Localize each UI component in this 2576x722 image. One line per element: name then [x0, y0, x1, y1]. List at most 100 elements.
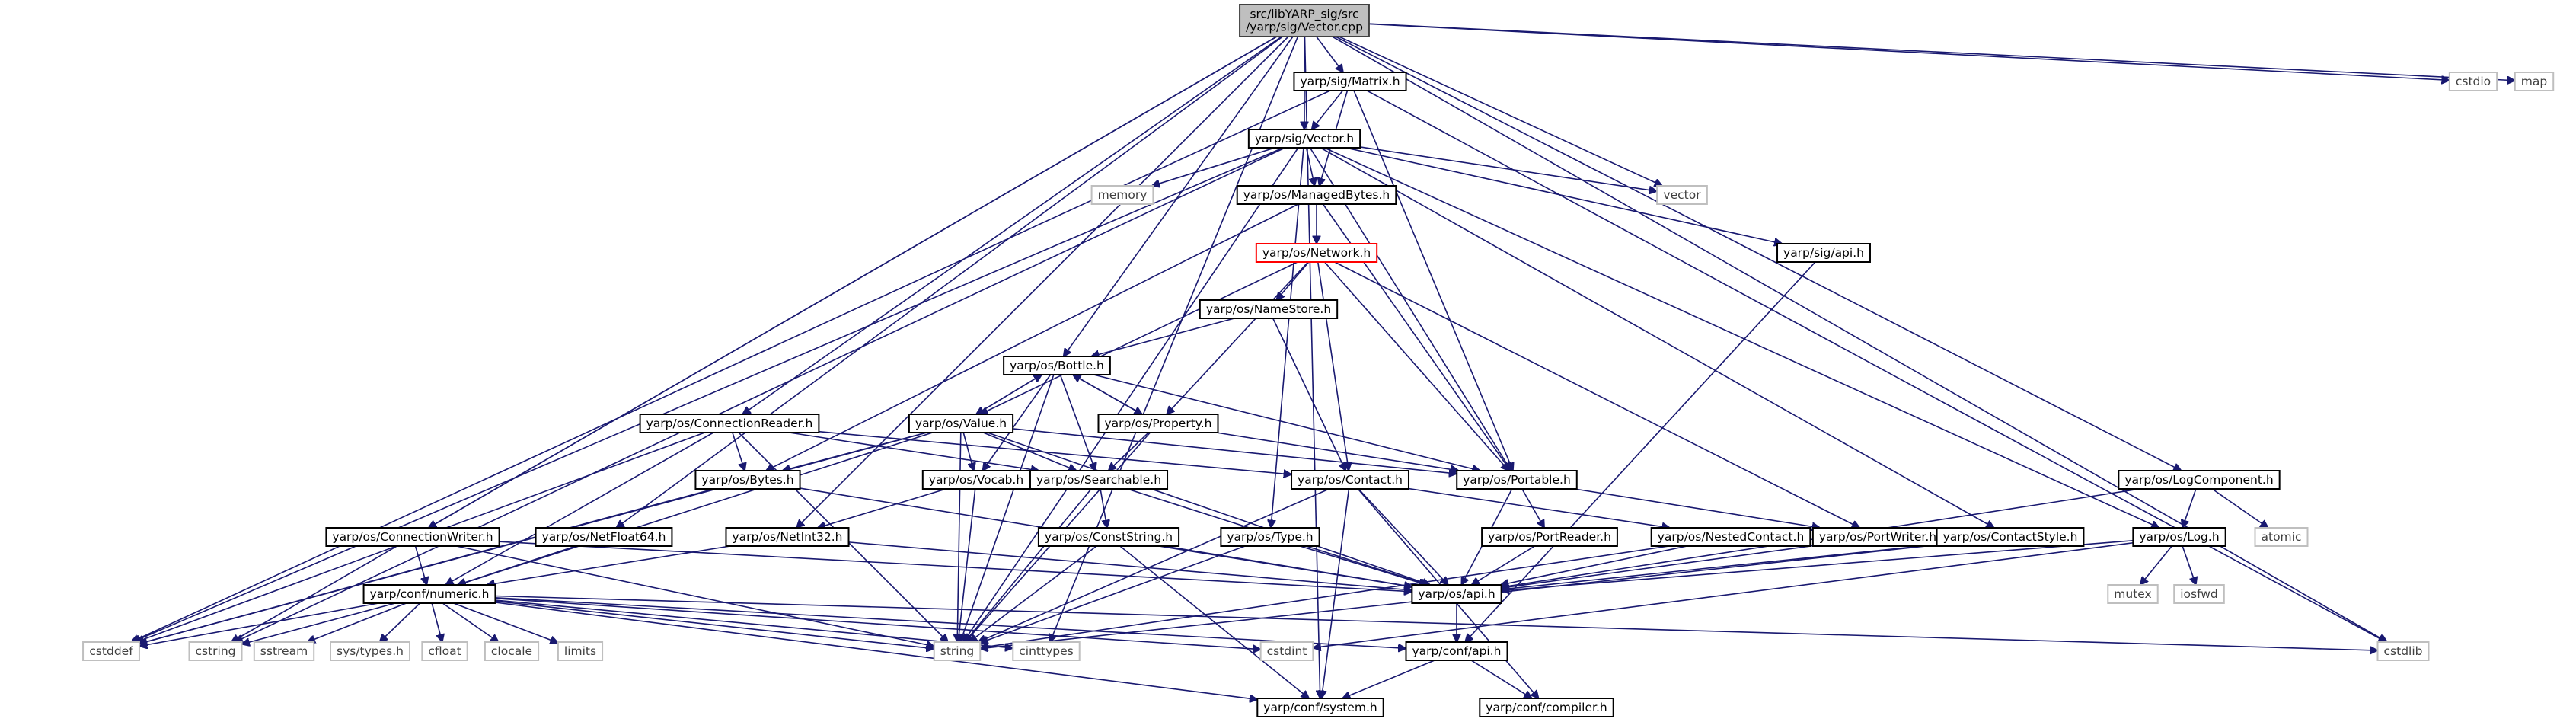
node-box — [908, 414, 1014, 433]
graph-node-sstream: sstream — [253, 641, 315, 661]
edge-numeric-h-to-sys-types-h — [379, 602, 421, 642]
node-box — [1037, 527, 1180, 547]
node-label: yarp/os/Vocab.h — [929, 473, 1023, 487]
graph-node-contactstyle-h[interactable]: yarp/os/ContactStyle.h — [1936, 527, 2085, 547]
edge-numeric-h-to-string — [495, 600, 934, 648]
edge-conststring-h-to-system-h — [1119, 545, 1309, 698]
node-label-line: yarp/os/Bytes.h — [701, 473, 793, 487]
edge-vector-h-to-vector — [1360, 146, 1657, 191]
node-box — [330, 641, 410, 661]
edge-portwriter-h-to-os-api-h — [1502, 545, 1813, 589]
graph-node-compiler-h[interactable]: yarp/conf/compiler.h — [1479, 698, 1614, 717]
node-box — [535, 527, 673, 547]
node-label-line: yarp/os/Type.h — [1227, 530, 1313, 544]
node-box — [1411, 584, 1502, 604]
graph-node-portreader-h[interactable]: yarp/os/PortReader.h — [1481, 527, 1618, 547]
node-label-line: mutex — [2114, 587, 2151, 601]
graph-node-value-h[interactable]: yarp/os/Value.h — [908, 414, 1014, 433]
graph-node-logcomponent-h[interactable]: yarp/os/LogComponent.h — [2118, 470, 2281, 490]
node-label-line: yarp/os/ConnectionWriter.h — [332, 530, 493, 544]
graph-node-contact-h[interactable]: yarp/os/Contact.h — [1291, 470, 1409, 490]
edge-bottle-h-to-searchable-h — [1059, 374, 1095, 471]
edge-connectionreader-h-to-numeric-h — [445, 432, 714, 585]
graph-node-portable-h[interactable]: yarp/os/Portable.h — [1456, 470, 1578, 490]
graph-node-property-h[interactable]: yarp/os/Property.h — [1097, 414, 1219, 433]
edge-connectionwriter-h-to-numeric-h — [414, 545, 427, 585]
graph-node-conf-api-h[interactable]: yarp/conf/api.h — [1405, 641, 1508, 661]
node-label: vector — [1663, 188, 1701, 202]
node-label: cstdint — [1267, 644, 1307, 658]
node-label: yarp/os/Portable.h — [1463, 473, 1571, 487]
edge-numeric-h-to-clocale — [442, 602, 498, 642]
edge-conf-api-h-to-system-h — [1342, 660, 1435, 698]
node-label: yarp/sig/api.h — [1783, 246, 1864, 260]
node-label-line: clocale — [491, 644, 532, 658]
edge-value-h-to-string — [957, 432, 961, 642]
edge-numeric-h-to-sstream — [308, 602, 407, 642]
node-box — [2376, 641, 2430, 661]
graph-node-root[interactable]: src/libYARP_sig/src/yarp/sig/Vector.cpp — [1239, 4, 1370, 37]
node-box — [639, 414, 820, 433]
edge-network-h-to-portwriter-h — [1334, 261, 1860, 528]
graph-node-namestore-h[interactable]: yarp/os/NameStore.h — [1199, 299, 1339, 319]
edge-conststring-h-to-os-api-h — [1164, 545, 1412, 586]
graph-node-system-h[interactable]: yarp/conf/system.h — [1256, 698, 1384, 717]
node-label-line: yarp/conf/system.h — [1263, 701, 1377, 714]
graph-node-os-api-h[interactable]: yarp/os/api.h — [1411, 584, 1502, 604]
node-label-line: yarp/os/ConstString.h — [1045, 530, 1173, 544]
node-label: yarp/os/ConstString.h — [1045, 530, 1173, 544]
graph-node-vocab-h[interactable]: yarp/os/Vocab.h — [921, 470, 1031, 490]
graph-node-conststring-h[interactable]: yarp/os/ConstString.h — [1037, 527, 1180, 547]
edge-conststring-h-to-string — [969, 545, 1097, 642]
graph-node-bytes-h[interactable]: yarp/os/Bytes.h — [694, 470, 801, 490]
edge-vector-h-to-string — [963, 147, 1299, 642]
node-box — [2514, 72, 2555, 91]
edge-root-to-netfloat64-h — [616, 36, 1283, 528]
node-box — [1029, 470, 1169, 490]
graph-node-netint32-h[interactable]: yarp/os/NetInt32.h — [725, 527, 850, 547]
graph-node-connectionwriter-h[interactable]: yarp/os/ConnectionWriter.h — [325, 527, 500, 547]
edge-contact-h-to-string — [978, 488, 1329, 642]
node-label-line: cfloat — [428, 644, 461, 658]
graph-node-sig-api-h[interactable]: yarp/sig/api.h — [1776, 243, 1871, 263]
graph-node-vector-h[interactable]: yarp/sig/Vector.h — [1247, 129, 1361, 149]
graph-node-nestedcontact-h[interactable]: yarp/os/NestedContact.h — [1650, 527, 1811, 547]
node-box — [325, 527, 500, 547]
node-label-line: cstdint — [1267, 644, 1307, 658]
graph-node-connectionreader-h[interactable]: yarp/os/ConnectionReader.h — [639, 414, 820, 433]
graph-node-searchable-h[interactable]: yarp/os/Searchable.h — [1029, 470, 1169, 490]
edge-log-h-to-os-api-h — [1502, 539, 2134, 591]
node-label-line: cstddef — [89, 644, 133, 658]
node-box — [1239, 4, 1370, 37]
edge-numeric-h-to-limits — [453, 602, 558, 643]
graph-node-managedbytes-h[interactable]: yarp/os/ManagedBytes.h — [1236, 185, 1397, 205]
node-label: yarp/conf/numeric.h — [370, 587, 490, 601]
node-box — [1456, 470, 1578, 490]
edge-network-h-to-property-h — [1167, 261, 1309, 414]
graph-node-network-h[interactable]: yarp/os/Network.h — [1255, 243, 1378, 263]
node-box — [1776, 243, 1871, 263]
graph-node-numeric-h[interactable]: yarp/conf/numeric.h — [362, 584, 496, 604]
edge-managedbytes-h-to-bytes-h — [766, 203, 1299, 471]
graph-node-portwriter-h[interactable]: yarp/os/PortWriter.h — [1811, 527, 1944, 547]
node-box — [933, 641, 982, 661]
node-label-line: yarp/os/Portable.h — [1463, 473, 1571, 487]
node-label: cinttypes — [1019, 644, 1073, 658]
edge-numeric-h-to-cfloat — [431, 602, 442, 642]
edge-log-h-to-cstdint — [1313, 542, 2134, 648]
graph-node-log-h[interactable]: yarp/os/Log.h — [2132, 527, 2226, 547]
node-label: yarp/os/ConnectionReader.h — [646, 417, 813, 430]
graph-node-sys-types-h: sys/types.h — [330, 641, 410, 661]
edge-bottle-h-to-string — [960, 374, 1055, 642]
graph-node-matrix-h[interactable]: yarp/sig/Matrix.h — [1293, 72, 1407, 91]
graph-node-netfloat64-h[interactable]: yarp/os/NetFloat64.h — [535, 527, 673, 547]
node-label-line: atomic — [2262, 530, 2302, 544]
node-box — [1220, 527, 1320, 547]
edge-value-h-to-vocab-h — [962, 432, 974, 471]
node-box — [2118, 470, 2281, 490]
graph-node-type-h[interactable]: yarp/os/Type.h — [1220, 527, 1320, 547]
graph-node-cfloat: cfloat — [421, 641, 468, 661]
node-label: cfloat — [428, 644, 461, 658]
node-box — [1481, 527, 1618, 547]
graph-node-bottle-h[interactable]: yarp/os/Bottle.h — [1003, 356, 1111, 375]
